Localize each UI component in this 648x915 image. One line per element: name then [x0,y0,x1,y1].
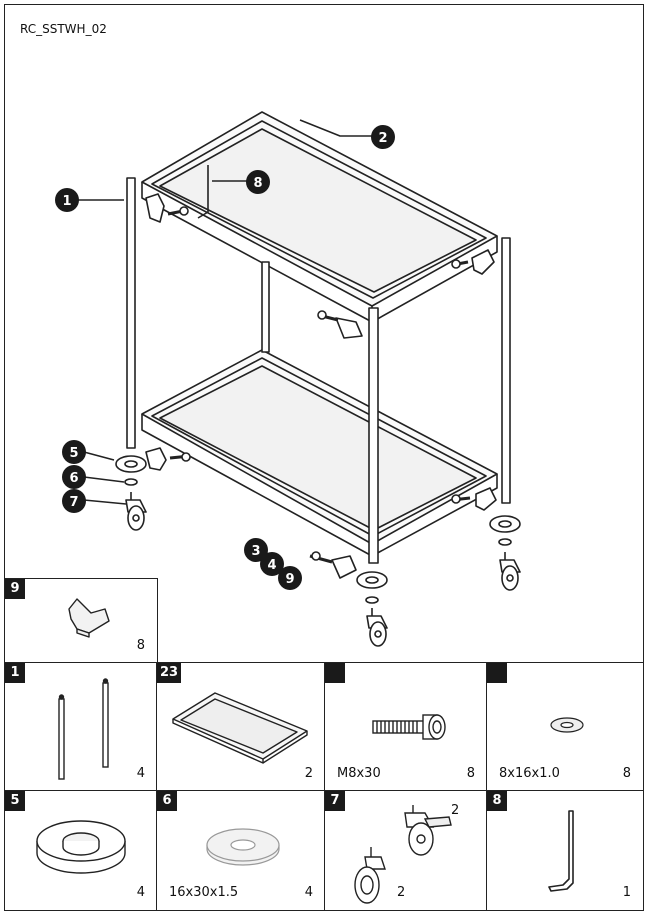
svg-text:3: 3 [251,544,260,559]
post-right [501,237,511,504]
large-washer-icon [36,820,126,874]
part-tag: 6 [157,791,177,811]
callout-7 [62,489,86,513]
part-tag: 9 [5,579,25,599]
callout-3 [244,538,268,562]
part-qty: 8 [466,766,475,781]
part-spec: 8x16x1.0 [499,766,560,781]
part-tag [487,663,507,683]
part-qty: 4 [136,885,145,900]
part-tag: 7 [325,791,345,811]
part-tag [325,663,345,683]
document-code: RC_SSTWH_02 [20,22,107,36]
part-cell-5: 5 4 [4,790,158,911]
svg-text:5: 5 [69,446,78,461]
part-tag: 1 [5,663,25,683]
callout-4 [260,552,284,576]
svg-text:7: 7 [69,495,78,510]
part-cell-6: 6 16x30x1.5 4 [156,790,326,911]
svg-text:2: 2 [378,131,387,146]
bracket-icon [68,598,110,638]
shelf-frame-icon [172,692,308,764]
part-tag: 8 [487,791,507,811]
callout-2 [371,125,395,149]
svg-text:1: 1 [62,194,71,209]
washer-icon [206,828,280,866]
svg-text:6: 6 [69,471,78,486]
part-tag: 23 [157,663,182,683]
part-qty-upper: 2 [451,803,460,818]
bolt-icon [372,714,446,740]
lower-shelf-frame [141,349,498,557]
part-qty: 8 [622,766,631,781]
post-icon [58,678,109,780]
part-cell-washer-small: 8x16x1.0 8 [486,662,644,792]
part-cell-1: 1 4 [4,662,158,792]
part-cell-8: 8 1 [486,790,644,911]
post-front [368,307,379,564]
svg-text:8: 8 [253,176,262,191]
part-cell-9: 9 8 [4,578,158,664]
callout-badges: 1 2 8 5 6 7 3 4 9 [55,125,395,590]
washer-icon [550,717,584,733]
part-tag: 5 [5,791,25,811]
assembly-drawing: 1 2 8 5 6 7 3 4 9 [55,111,521,647]
part-qty: 4 [136,766,145,781]
svg-text:4: 4 [267,558,276,573]
part-cell-7: 7 2 2 [324,790,488,911]
post-left-front [126,177,136,449]
part-cell-bolt: M8x30 8 [324,662,488,792]
part-qty: 4 [304,885,313,900]
callout-6 [62,465,86,489]
caster-icon [354,805,452,904]
upper-shelf-frame [141,111,498,323]
part-qty: 2 [304,766,313,781]
part-qty: 1 [622,885,631,900]
callout-5 [62,440,86,464]
allen-key-icon [548,810,574,892]
part-qty: 8 [136,638,145,653]
part-spec: M8x30 [337,766,381,781]
part-qty-lower: 2 [397,885,406,900]
svg-text:9: 9 [285,572,294,587]
part-spec: 16x30x1.5 [169,885,239,900]
callout-8 [246,170,270,194]
callout-9 [278,566,302,590]
part-cell-23: 23 2 [156,662,326,792]
callout-1 [55,188,79,212]
post-back [261,261,270,353]
